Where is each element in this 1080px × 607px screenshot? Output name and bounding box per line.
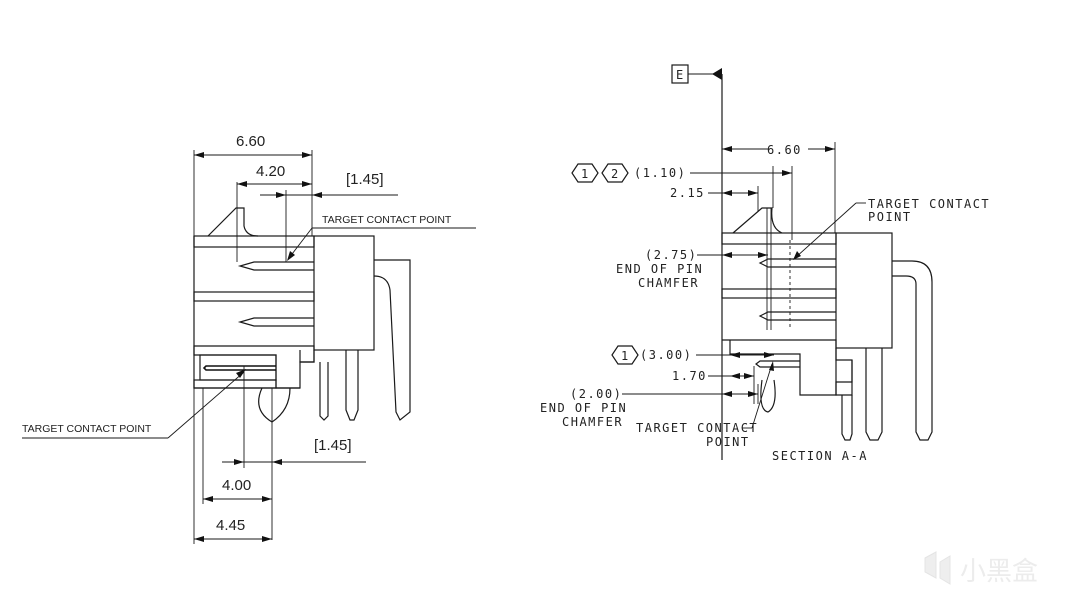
left-pin-middle (237, 317, 314, 327)
flag-2-label: 2 (611, 167, 620, 181)
section-a-a-label: SECTION A-A (772, 449, 868, 463)
left-dim-ref-1-45-top: [1.45] (346, 171, 384, 188)
right-latch-ramp (732, 207, 783, 234)
left-label-target-contact-bottom: TARGET CONTACT POINT (22, 423, 152, 435)
left-body-block (313, 235, 375, 351)
right-pin-bend (892, 260, 933, 441)
left-dim-6-60: 6.60 (236, 133, 265, 150)
left-label-target-contact-top: TARGET CONTACT POINT (322, 214, 452, 226)
left-latch-ramp (207, 207, 259, 237)
left-lower-cavity (199, 354, 277, 381)
left-housing-bottom-strip (193, 379, 277, 389)
right-label-target-top-line1: TARGET CONTACT (868, 197, 990, 211)
right-pin-vertical-2 (865, 348, 883, 441)
right-dim-6-60: 6.60 (767, 143, 802, 157)
left-housing-middle-wall (193, 291, 315, 302)
left-dim-4-00: 4.00 (222, 477, 251, 494)
heybox-logo-icon (924, 551, 951, 585)
right-housing-middle-wall (721, 288, 837, 299)
right-dim-3-00: (3.00) (640, 348, 692, 362)
left-latch-bump (258, 387, 291, 423)
left-pin-bend (373, 259, 411, 421)
left-pin-vertical-2 (345, 350, 359, 421)
left-dim-4-45: 4.45 (216, 517, 245, 534)
right-dim-2-15: 2.15 (670, 186, 705, 200)
right-pin-middle (758, 311, 836, 321)
right-dim-1-70: 1.70 (672, 369, 707, 383)
right-label-chamfer-bottom-line2: CHAMFER (562, 415, 623, 429)
right-dim-2-00: (2.00) (570, 387, 622, 401)
right-housing-top-wall (721, 232, 837, 245)
left-housing-top-wall (193, 235, 315, 248)
flag-1-label: 1 (581, 167, 590, 181)
left-housing-lower-wall (193, 345, 315, 389)
right-dim-1-10: (1.10) (634, 166, 686, 180)
left-pin-vertical-1 (319, 362, 329, 421)
flag-3-hexagon (611, 345, 639, 365)
right-label-chamfer-bottom-line1: END OF PIN (540, 401, 627, 415)
watermark: 小黑盒 (924, 551, 1038, 587)
left-dim-4-20: 4.20 (256, 163, 285, 180)
left-connector-view: 6.60 4.20 [1.45] TARGET CONTACT POINT TA… (22, 133, 476, 544)
watermark-text: 小黑盒 (960, 557, 1038, 587)
right-label-target-top-line2: POINT (868, 210, 912, 224)
right-latch-bump (760, 379, 776, 413)
right-dim-2-75: (2.75) (645, 248, 697, 262)
right-label-target-bottom-line2: POINT (706, 435, 750, 449)
left-dim-ref-1-45-bottom: [1.45] (314, 437, 352, 454)
flag-3-label: 1 (621, 349, 630, 363)
right-body-block (835, 232, 893, 349)
flag-1-hexagon (571, 163, 599, 183)
right-pin-vertical-1 (841, 395, 853, 441)
datum-e-label: E (676, 68, 685, 82)
left-pin-lower (202, 365, 276, 371)
right-connector-view: E 6.60 1 2 (1.10) (540, 64, 990, 463)
left-pin-upper (237, 261, 314, 271)
flag-2-hexagon (601, 163, 629, 183)
right-pin-lower (755, 360, 800, 368)
right-label-chamfer-top-line2: CHAMFER (638, 276, 699, 290)
right-label-target-bottom-line1: TARGET CONTACT (636, 421, 758, 435)
right-label-chamfer-top-line1: END OF PIN (616, 262, 703, 276)
right-pin-upper (758, 258, 836, 268)
